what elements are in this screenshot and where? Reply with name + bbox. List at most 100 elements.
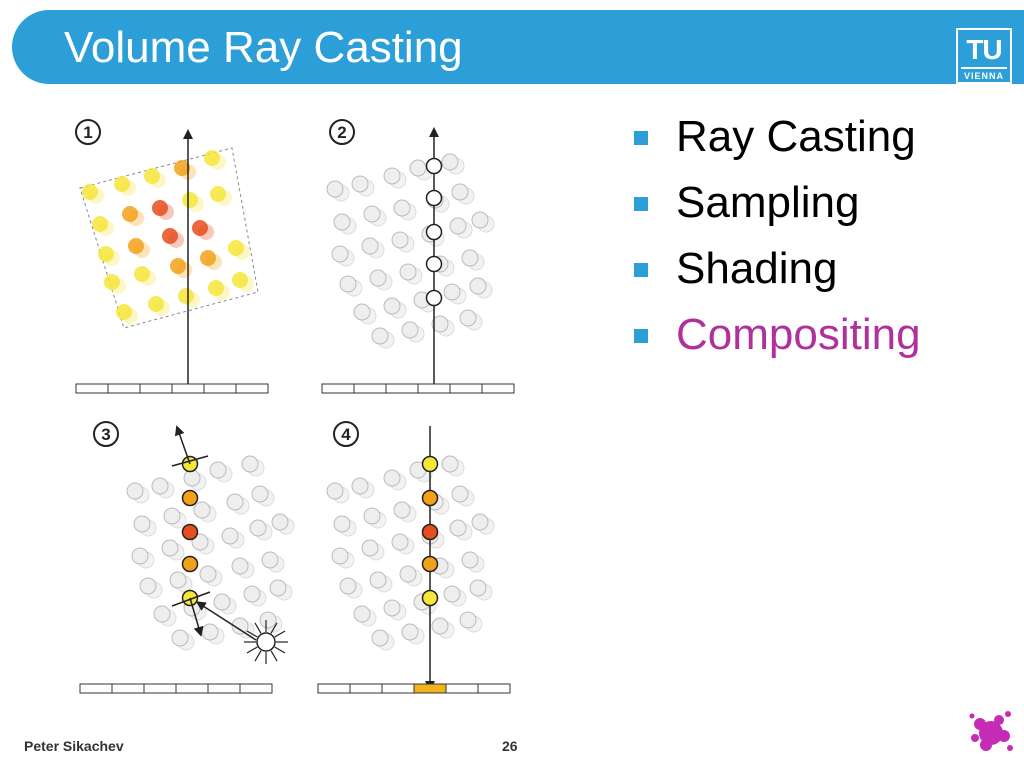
image-plane-pixel: [321, 383, 355, 394]
voxel-sample: [459, 309, 477, 327]
image-plane-pixel: [477, 683, 511, 694]
voxel-sample: [162, 228, 178, 244]
image-plane-pixel: [111, 683, 145, 694]
voxel-sample: [213, 593, 231, 611]
voxel-sample: [331, 245, 349, 263]
voxel-sample: [361, 237, 379, 255]
bullet-marker-icon: [634, 263, 648, 277]
composited-sample: [421, 523, 439, 541]
image-plane-pixel: [175, 683, 209, 694]
voxel-sample: [126, 482, 144, 500]
voxel-sample: [174, 160, 190, 176]
step-number: 4: [341, 425, 351, 444]
light-source-icon: [256, 632, 276, 652]
light-ray: [246, 646, 258, 654]
composited-sample: [421, 589, 439, 607]
voxel-sample: [363, 507, 381, 525]
voxel-sample: [169, 571, 187, 589]
voxel-sample: [443, 283, 461, 301]
voxel-sample: [249, 519, 267, 537]
voxel-sample: [241, 455, 259, 473]
image-plane-pixel: [207, 683, 241, 694]
voxel-sample: [459, 611, 477, 629]
voxel-sample: [441, 153, 459, 171]
voxel-sample: [431, 315, 449, 333]
image-plane-pixel: [139, 383, 173, 394]
voxel-sample: [271, 513, 289, 531]
title-bar: Volume Ray Casting TU VIENNA: [12, 10, 1024, 84]
voxel-sample: [201, 623, 219, 641]
voxel-sample: [331, 547, 349, 565]
slide-title: Volume Ray Casting: [64, 23, 463, 72]
voxel-sample: [209, 461, 227, 479]
voxel-sample: [104, 274, 120, 290]
bullet-marker-icon: [634, 197, 648, 211]
image-plane-pixel: [171, 383, 205, 394]
voxel-sample: [210, 186, 226, 202]
image-plane-pixel: [385, 383, 419, 394]
voxel-sample: [116, 304, 132, 320]
voxel-sample: [231, 557, 249, 575]
voxel-sample: [399, 565, 417, 583]
image-plane-pixel: [449, 383, 483, 394]
voxel-sample: [471, 513, 489, 531]
composited-sample: [421, 455, 439, 473]
shaded-sample: [181, 523, 199, 541]
voxel-sample: [161, 539, 179, 557]
voxel-sample: [471, 211, 489, 229]
bullet-text: Sampling: [676, 178, 860, 227]
voxel-sample: [353, 303, 371, 321]
voxel-sample: [259, 611, 277, 629]
image-plane-pixel: [203, 383, 237, 394]
voxel-sample: [251, 485, 269, 503]
shaded-sample: [181, 489, 199, 507]
image-plane-pixel: [143, 683, 177, 694]
ray-sample-point: [425, 289, 443, 307]
step-badge: [329, 119, 355, 145]
voxel-sample: [451, 485, 469, 503]
image-plane-pixel: [417, 383, 451, 394]
voxel-sample: [469, 277, 487, 295]
step-number: 1: [83, 123, 92, 142]
image-plane-pixel: [413, 683, 447, 694]
voxel-sample: [409, 159, 427, 177]
tangent-line: [171, 455, 209, 467]
voxel-sample: [333, 515, 351, 533]
voxel-sample: [128, 238, 144, 254]
voxel-sample: [461, 551, 479, 569]
voxel-sample: [139, 577, 157, 595]
bullet-text: Ray Casting: [676, 112, 916, 161]
logo-sub-text: VIENNA: [961, 67, 1007, 82]
voxel-sample: [369, 269, 387, 287]
step-badge: [93, 421, 119, 447]
image-plane-pixel: [75, 383, 109, 394]
voxel-sample: [131, 547, 149, 565]
voxel-sample: [371, 327, 389, 345]
voxel-sample: [351, 175, 369, 193]
voxel-sample: [451, 183, 469, 201]
voxel-sample: [134, 266, 150, 282]
ray-sample-point: [425, 157, 443, 175]
light-ray: [254, 650, 262, 662]
voxel-sample: [443, 585, 461, 603]
voxel-sample: [261, 551, 279, 569]
voxel-sample: [351, 477, 369, 495]
voxel-sample: [449, 519, 467, 537]
voxel-sample: [391, 231, 409, 249]
voxel-sample: [122, 206, 138, 222]
voxel-sample: [114, 176, 130, 192]
image-plane-pixel: [381, 683, 415, 694]
image-plane-pixel: [349, 683, 383, 694]
image-plane-pixel: [353, 383, 387, 394]
light-direction-arrow: [195, 601, 257, 641]
light-ray: [270, 622, 278, 634]
voxel-sample: [399, 263, 417, 281]
voxel-sample: [371, 629, 389, 647]
image-plane-pixel: [445, 683, 479, 694]
voxel-sample: [200, 250, 216, 266]
voxel-sample: [148, 296, 164, 312]
voxel-sample: [469, 579, 487, 597]
voxel-sample: [183, 469, 201, 487]
voxel-sample: [243, 585, 261, 603]
